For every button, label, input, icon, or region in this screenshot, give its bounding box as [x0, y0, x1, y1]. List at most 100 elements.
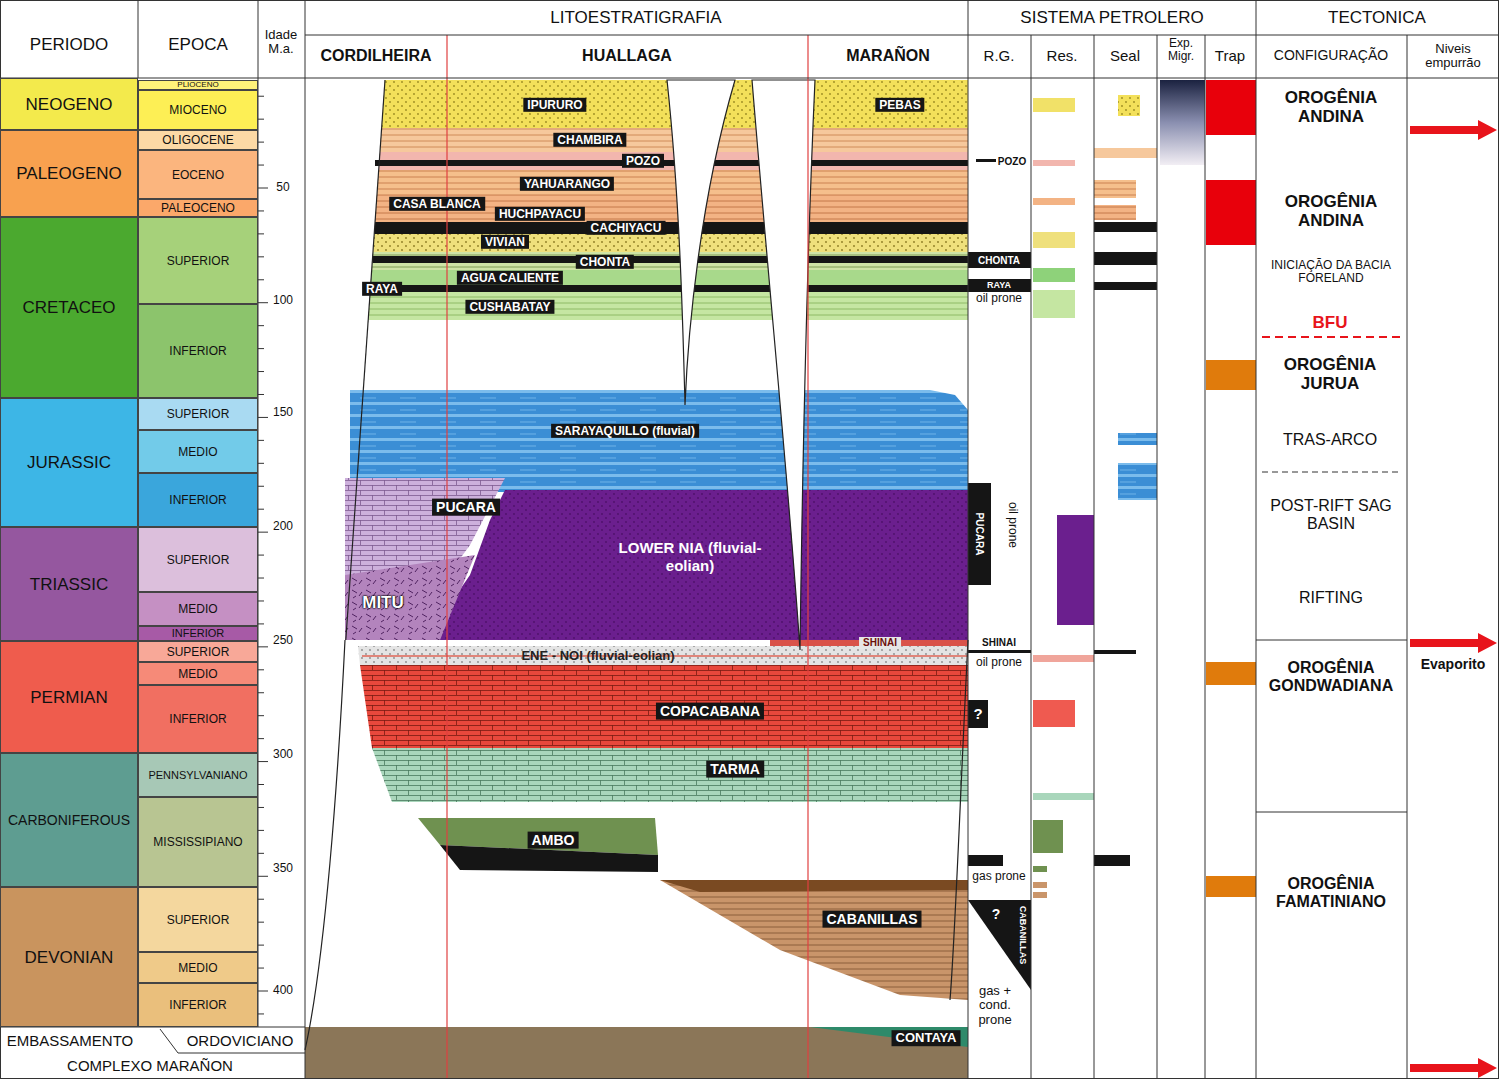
source-rock-label: RAYA [987, 281, 1011, 291]
grid-line [1498, 0, 1499, 1079]
grid-line [1031, 35, 1032, 1079]
grid-line [160, 1029, 178, 1053]
grid-line [258, 509, 264, 510]
formation-label: VIVIAN [481, 235, 529, 249]
epoch-cell: INFERIOR [138, 304, 258, 398]
reservoir-bar [1033, 700, 1075, 727]
formation-label: POZO [622, 154, 664, 168]
pozo-black-band [375, 160, 968, 166]
tectonic-note: INICIAÇÃO DA BACIA FORELAND [1256, 259, 1406, 285]
grid-line [258, 440, 264, 441]
epoch-cell: INFERIOR [138, 626, 258, 641]
epoch-cell: INFERIOR [138, 473, 258, 527]
formation-label: TARMA [706, 761, 764, 778]
grid-line [258, 830, 264, 831]
grid-line [807, 35, 808, 1079]
period-cell: DEVONIAN [0, 887, 138, 1027]
reservoir-bar [1033, 198, 1075, 205]
node-text: VIVIAN [485, 235, 525, 249]
tectonic-event: OROGÊNIA GONDWADIANA [1256, 659, 1406, 694]
node-text: PENNSYLVANIANO [148, 770, 247, 781]
formation-label: IPURURO [523, 98, 586, 112]
source-rock-label: POZO [998, 156, 1026, 167]
grid-line [258, 348, 264, 349]
epoch-cell: INFERIOR [138, 983, 258, 1027]
formation-label: SHINAI [859, 637, 901, 649]
lower-nia-band [425, 490, 968, 640]
grid-line [258, 646, 268, 647]
node-text: PEBAS [879, 98, 920, 112]
cabanillas-band [660, 880, 968, 1000]
age-number: 200 [273, 520, 293, 533]
column-header: Exp. Migr. [1158, 37, 1204, 63]
formation-label: CUSHABATAY [465, 300, 554, 314]
node-text: MEDIO [178, 962, 217, 974]
node-text: SUPERIOR [167, 408, 230, 420]
grid-line [258, 761, 268, 762]
tectonic-event: OROGÊNIA ANDINA [1256, 89, 1406, 126]
node-text: AMBO [532, 832, 575, 849]
formation-label: PEBAS [875, 98, 924, 112]
source-rock-label: SHINAI [982, 637, 1016, 648]
node-text: CHAMBIRA [557, 133, 622, 147]
node-text: AGUA CALIENTE [461, 271, 559, 285]
reservoir-bar [1033, 892, 1047, 898]
seal-bar [1094, 650, 1136, 654]
cabanillas-top-band [660, 880, 968, 892]
tectonic-event: OROGÊNIA JURUA [1255, 356, 1405, 393]
epoch-cell: SUPERIOR [138, 398, 258, 430]
basement-label: COMPLEXO MARAÑON [67, 1058, 233, 1075]
grid-line [258, 302, 268, 303]
node-text: POZO [626, 154, 660, 168]
formation-label: AMBO [528, 832, 579, 849]
grid-line [258, 1013, 264, 1014]
source-rock-label: CHONTA [978, 255, 1020, 266]
node-text: MEDIO [178, 603, 217, 615]
migration-bar [1160, 80, 1205, 165]
grid-line [0, 1078, 1499, 1079]
grid-line [258, 600, 264, 601]
seal-bar [1118, 463, 1157, 500]
mitu-band [345, 555, 475, 640]
column-header: EPOCA [168, 36, 228, 55]
seal-bar [1094, 205, 1136, 220]
trap-bar [1206, 876, 1256, 897]
formation-label: RAYA [362, 282, 402, 296]
formation-label: CASA BLANCA [389, 197, 485, 211]
seal-bar [1118, 433, 1157, 445]
node-text: TARMA [710, 761, 760, 778]
epoch-cell: EOCENO [138, 150, 258, 199]
node-text: EOCENO [172, 169, 224, 181]
period-cell: TRIASSIC [0, 527, 138, 641]
epoch-cell: MEDIO [138, 592, 258, 626]
reservoir-bar [1033, 290, 1075, 318]
cachiyacu-band [374, 222, 968, 234]
node-text: MEDIO [178, 668, 217, 680]
formation-label: AGUA CALIENTE [457, 271, 563, 285]
grid-line [258, 371, 264, 372]
period-cell: CRETACEO [0, 217, 138, 398]
node-text: CHONTA [580, 255, 630, 269]
age-number: 50 [276, 181, 289, 194]
formation-label: CONTAYA [892, 1030, 961, 1046]
grid-line [258, 394, 264, 395]
node-text: CASA BLANCA [393, 197, 481, 211]
basin-outline [346, 80, 385, 640]
ambo-black-band [440, 845, 658, 872]
source-bar [968, 650, 1031, 653]
source-rock-note: gas prone [972, 870, 1025, 883]
column-header: HUALLAGA [582, 47, 672, 65]
source-rock-note: gas + cond. prone [967, 984, 1023, 1027]
trap-bar [1206, 80, 1256, 135]
grid-line [258, 233, 264, 234]
epoch-cell: SUPERIOR [138, 527, 258, 592]
formation-label: PUCARA [432, 499, 500, 516]
grid-line [258, 853, 264, 854]
period-cell: CARBONIFEROUS [0, 753, 138, 887]
grid-line [258, 784, 264, 785]
grid-line [258, 325, 264, 326]
age-number: 300 [273, 748, 293, 761]
grid-line [0, 0, 1499, 1]
question-mark: ? [973, 706, 982, 723]
grid-line [258, 142, 264, 143]
